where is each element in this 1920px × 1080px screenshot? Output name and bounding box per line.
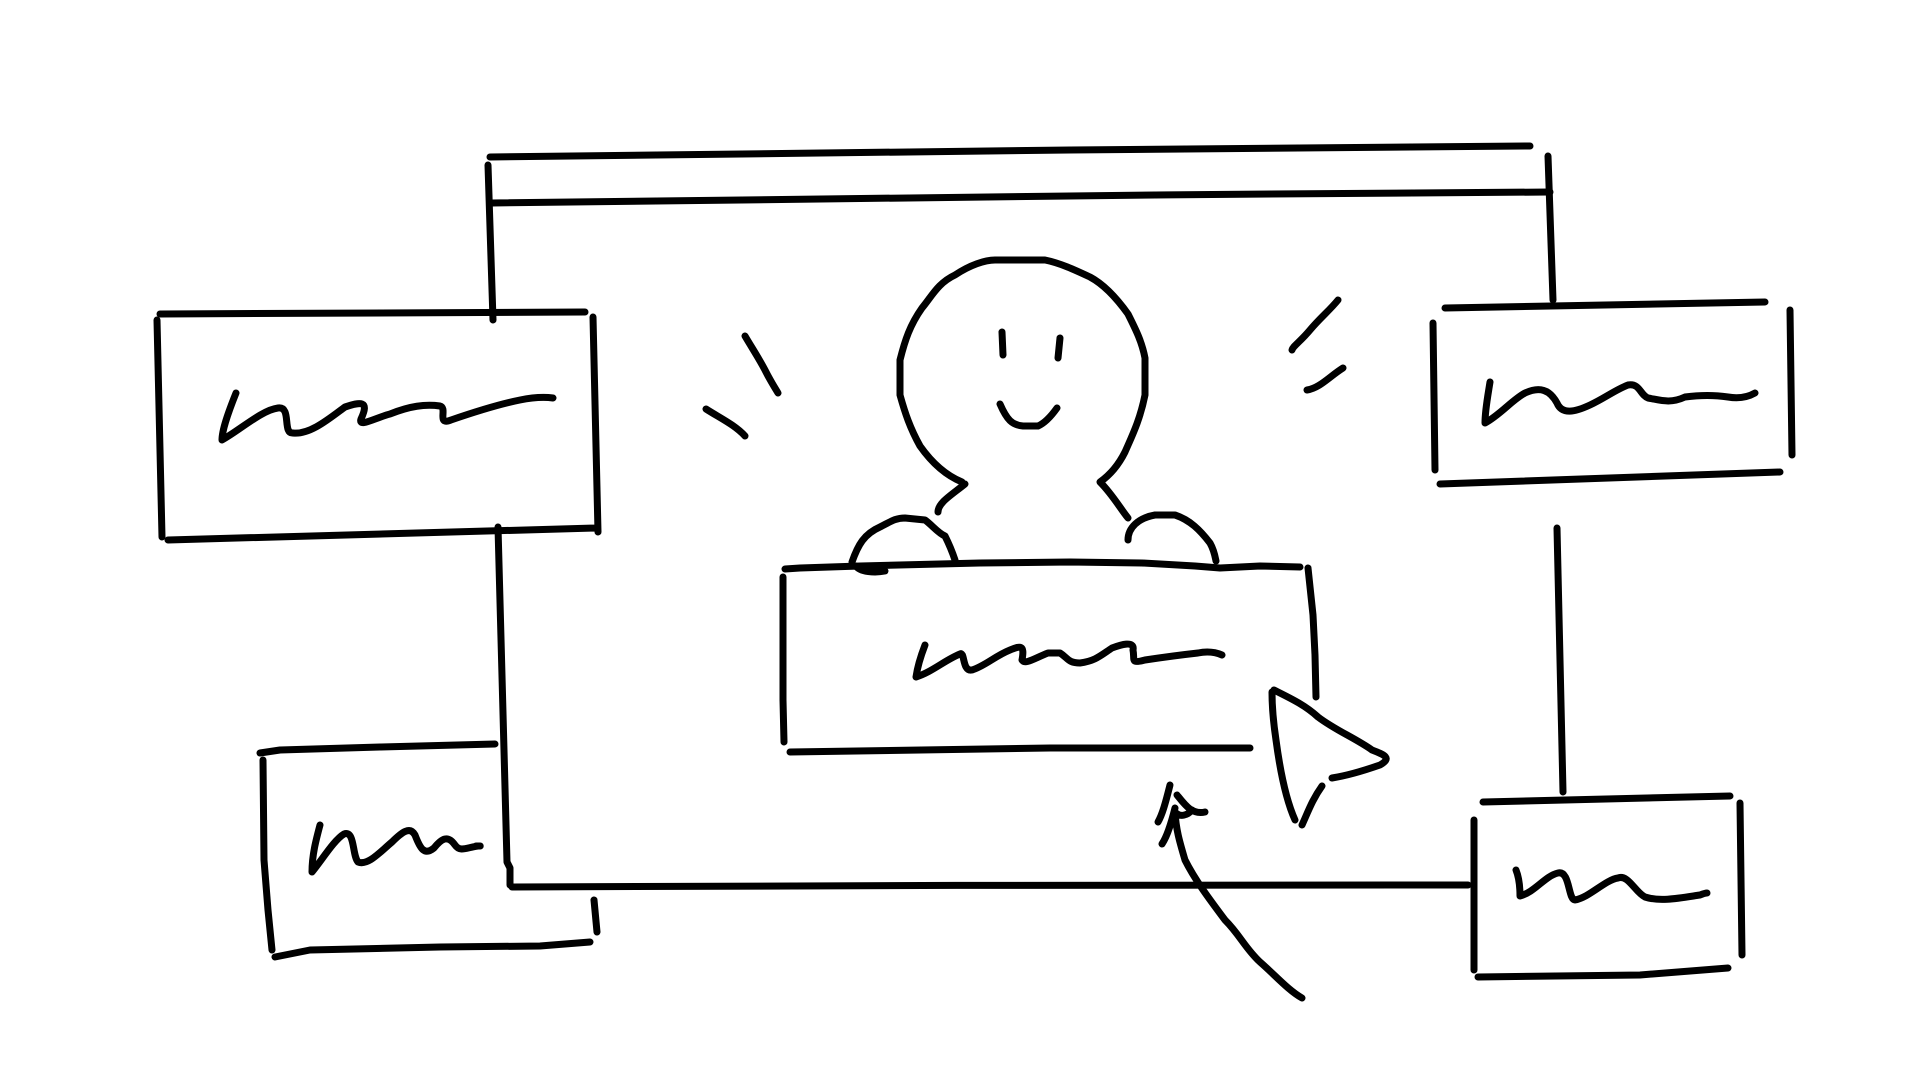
excitement-mark-left-upper [741,332,782,397]
card-bottom-left [256,740,601,961]
cursor-arrow-icon [1268,686,1390,829]
card-top-left [153,308,602,544]
smiley-person [848,256,1220,566]
person-left-hand [848,514,959,566]
window-right-edge-lower [1553,524,1567,796]
title-bar-line [488,188,1554,207]
window-left-edge-lower [494,523,514,889]
excitement-marks [702,296,1347,440]
motion-arrow [1154,781,1306,1002]
card-top-right-scribble [1481,378,1759,427]
window-left-edge-upper [484,161,497,324]
person-head [896,256,1149,522]
center-button-frame[interactable] [779,558,1320,756]
card-top-left-scribble [218,389,557,444]
person-left-eye [998,328,1007,359]
excitement-mark-left-lower [702,405,749,440]
person-right-hand [1124,511,1220,565]
card-top-right-frame [1429,298,1796,488]
card-top-left-frame [153,308,602,544]
window-top-edge [486,142,1534,161]
center-button[interactable] [779,558,1320,756]
curved-arrow-head [1154,781,1209,826]
person-sleeve-left [852,562,889,576]
main-window [484,142,1567,891]
card-top-right [1429,298,1796,488]
person-right-eye [1054,334,1064,362]
curved-arrow-icon [1158,804,1306,1002]
window-right-edge-upper [1544,152,1557,304]
mouse-cursor [1268,686,1390,829]
window-bottom-edge [508,881,1472,891]
excitement-mark-right-upper [1288,296,1342,354]
person-smile [996,400,1061,430]
card-bottom-left-scribble [308,821,484,876]
center-button-scribble[interactable] [912,640,1226,681]
card-bottom-right [1470,792,1746,981]
card-bottom-right-scribble [1512,866,1711,904]
excitement-mark-right-lower [1303,364,1347,394]
card-bottom-right-frame [1470,792,1746,981]
card-bottom-left-frame [256,740,601,961]
